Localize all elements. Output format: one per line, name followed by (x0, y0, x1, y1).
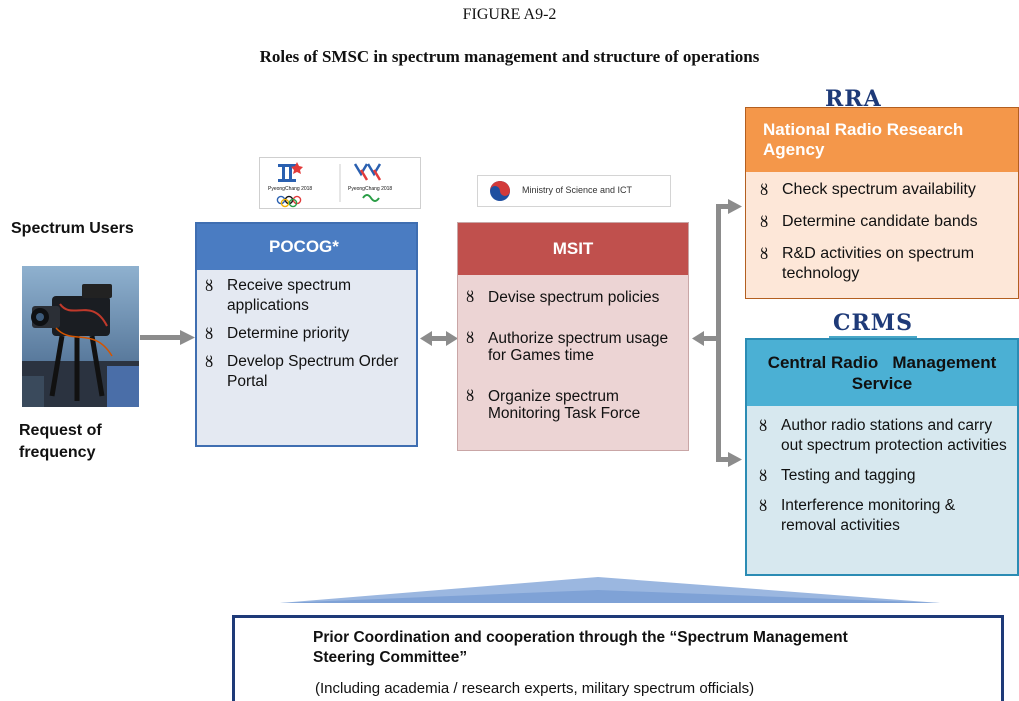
committee-subtitle: (Including academia / research experts, … (315, 680, 755, 697)
arrow-head-crms (728, 452, 742, 467)
bullet-icon: ȣ (205, 325, 214, 343)
request-of-frequency-label: Request of frequency (19, 420, 102, 464)
pocog-logo-text-2: PyeongChang 2018 (348, 186, 393, 192)
branch-line (716, 206, 721, 462)
figure-label: FIGURE A9-2 (462, 6, 557, 23)
bullet-icon: ȣ (760, 245, 769, 263)
pyeongchang-2018-logo: PyeongChang 2018 PyeongChang 2018 (259, 157, 421, 209)
bullet-icon: ȣ (205, 277, 214, 295)
bullet-icon: ȣ (760, 213, 769, 231)
bullet-icon: ȣ (759, 417, 768, 435)
crms-header-text: Central Radio Management Service (747, 352, 1017, 394)
crms-logo: CRMS (829, 310, 918, 338)
rra-header: National Radio Research Agency (746, 108, 1018, 172)
arrow-head-pocog (180, 330, 195, 345)
taegeuk-icon (490, 181, 510, 201)
arrow-head-rra (728, 199, 742, 214)
request-label-line-1: Request of (19, 422, 102, 439)
msit-logo: Ministry of Science and ICT (477, 175, 671, 207)
spectrum-users-label: Spectrum Users (11, 220, 134, 237)
bullet-icon: ȣ (759, 497, 768, 515)
request-label-line-2: frequency (19, 444, 96, 461)
crms-header-line-2: Service (851, 374, 913, 393)
bullet-icon: ȣ (205, 353, 214, 371)
bullet-icon: ȣ (760, 181, 769, 199)
camera-operator-photo (22, 266, 139, 407)
msit-header: MSIT (458, 223, 688, 275)
bullet-icon: ȣ (466, 329, 475, 347)
arrow-pocog-msit (430, 336, 448, 341)
bullet-icon: ȣ (759, 467, 768, 485)
bullet-icon: ȣ (466, 288, 475, 306)
crms-header: Central Radio Management Service (747, 340, 1017, 406)
crms-header-line-1: Central Radio Management (767, 353, 997, 372)
rra-header-text: National Radio Research Agency (763, 120, 964, 159)
committee-title: Prior Coordination and cooperation throu… (313, 629, 848, 666)
committee-box: Prior Coordination and cooperation throu… (232, 615, 1004, 701)
figure-title: Roles of SMSC in spectrum management and… (259, 47, 760, 66)
pocog-logo-text-1: PyeongChang 2018 (268, 186, 313, 192)
arrow-msit-branch (702, 336, 720, 341)
pocog-header: POCOG* (197, 224, 416, 270)
arrow-users-to-pocog (140, 335, 182, 340)
msit-logo-text: Ministry of Science and ICT (522, 185, 633, 195)
bullet-icon: ȣ (466, 387, 475, 405)
